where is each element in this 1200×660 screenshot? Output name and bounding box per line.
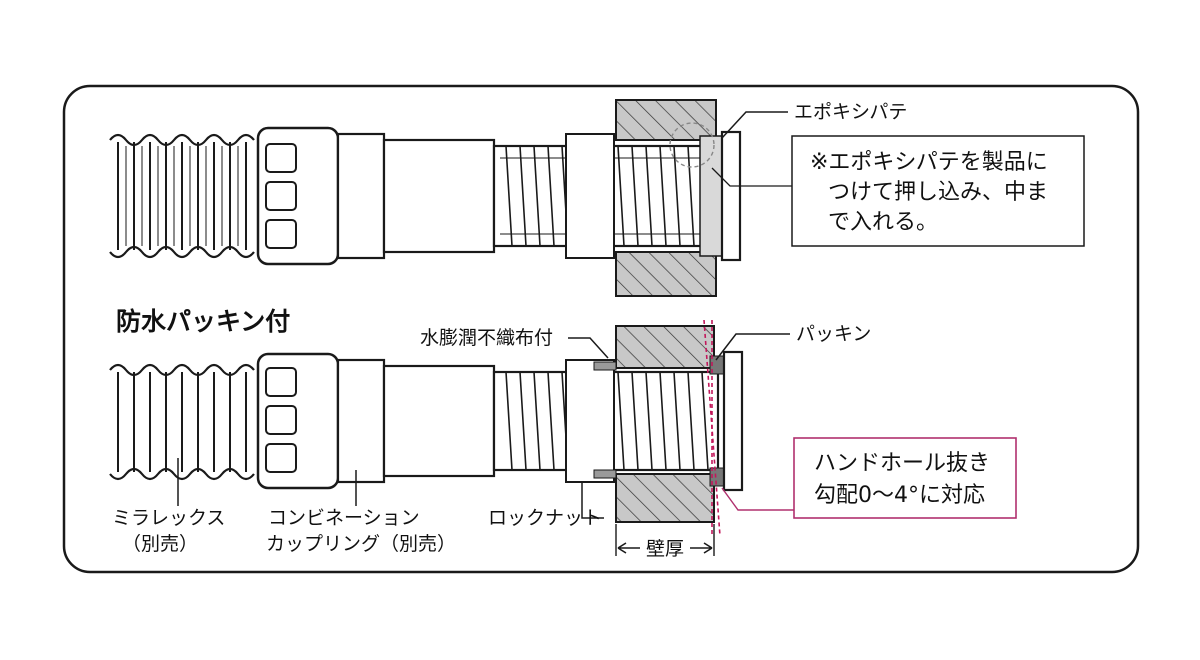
section-title: 防水パッキン付	[116, 307, 290, 336]
bottom-fabric-lower	[593, 469, 617, 479]
packing-leader	[715, 333, 790, 361]
label-lock-nut: ロックナット	[488, 507, 602, 529]
top-hose-ribs	[117, 142, 247, 250]
bottom-flange	[722, 350, 744, 492]
top-flange	[720, 130, 742, 262]
label-epoxy-putty: エポキシパテ	[794, 101, 907, 123]
epoxy-detail-circle	[669, 122, 715, 168]
label-water-swelling-fabric: 水膨潤不織布付	[420, 327, 553, 349]
label-miralex-2: （別売）	[122, 533, 198, 555]
top-coupling-sleeve	[382, 138, 496, 254]
note-box: ※エポキシパテを製品に つけて押し込み、中ま で入れる。	[791, 135, 1085, 247]
label-coupling-2: カップリング（別売）	[266, 533, 456, 555]
label-wall-thickness: 壁厚	[646, 538, 684, 560]
handhole-line-1: ハンドホール抜き	[814, 451, 990, 476]
note-line-2: つけて押し込み、中ま	[828, 180, 1048, 205]
bottom-hose-ribs	[117, 372, 247, 472]
note-line-3: で入れる。	[828, 210, 938, 235]
label-packing: パッキン	[796, 323, 871, 345]
bottom-wall-lower	[615, 473, 715, 523]
slope-line-tilted	[703, 319, 721, 537]
note-line-1: ※エポキシパテを製品に	[810, 150, 1048, 175]
bottom-lock-nut	[565, 359, 615, 483]
top-assembly	[109, 99, 742, 297]
top-coupling-body	[336, 132, 386, 260]
handhole-box: ハンドホール抜き 勾配0〜4°に対応	[793, 437, 1017, 519]
bottom-wall-upper	[615, 325, 715, 369]
label-miralex-1: ミラレックス	[112, 507, 225, 529]
lock-nut-leader	[581, 482, 604, 519]
handhole-leader	[721, 487, 794, 511]
bottom-fabric-upper	[593, 361, 617, 371]
epoxy-leader	[721, 111, 788, 139]
top-wall-upper	[615, 99, 717, 141]
bottom-coupling-sleeve	[382, 364, 496, 478]
top-wall-lower	[615, 251, 717, 297]
outer-frame	[62, 84, 1140, 574]
bottom-assembly	[109, 319, 744, 537]
note-leader	[711, 167, 792, 187]
bottom-coupling-body	[336, 358, 386, 484]
wall-thickness-dimension	[615, 524, 715, 556]
top-epoxy	[699, 135, 723, 257]
top-lock-nut	[565, 133, 615, 259]
label-coupling-1: コンビネーション	[268, 507, 420, 529]
fabric-leader	[568, 337, 609, 359]
handhole-line-2: 勾配0〜4°に対応	[814, 483, 985, 508]
